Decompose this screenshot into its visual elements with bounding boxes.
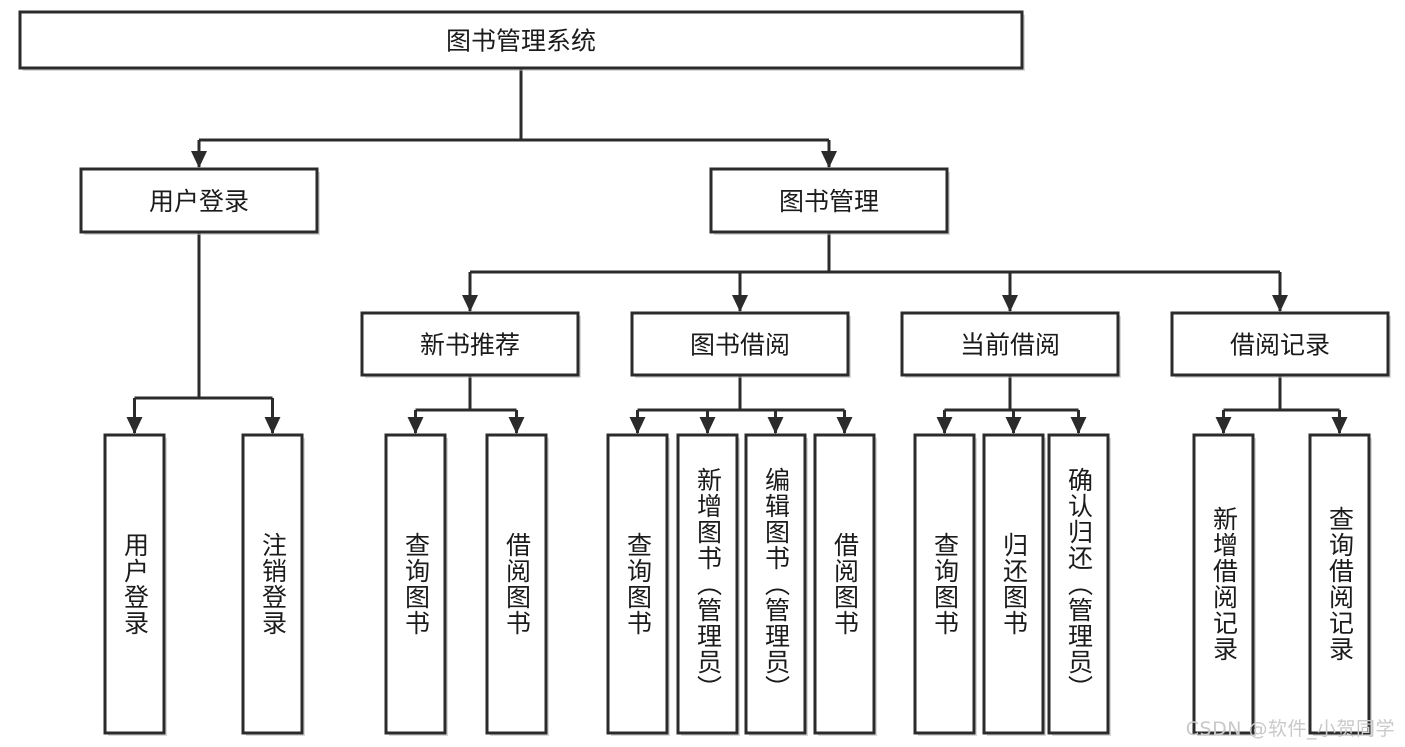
node-box-查询图书[interactable] [384,433,447,735]
arrow-head-icon [699,417,716,434]
watermark-text: CSDN @软件_小贺同学 [1185,718,1395,740]
node-label-图书管理系统: 图书管理系统 [446,27,596,56]
node-box-确认归还管理员[interactable] [1047,433,1110,735]
edges-layer [126,68,1348,434]
arrow-head-icon [821,151,837,168]
node-label-用户登录: 用户登录 [149,187,249,216]
node-box-归还图书[interactable] [982,433,1045,735]
node-box-借阅图书[interactable] [813,433,876,735]
node-box-查询图书[interactable] [913,433,976,735]
arrow-head-icon [836,417,853,434]
node-box-图书管理[interactable] [709,167,949,234]
node-box-图书管理系统[interactable] [18,10,1024,70]
node-box-新增图书管理员[interactable] [676,433,739,735]
arrow-head-icon [1005,417,1022,434]
node-box-注销登录[interactable] [241,433,304,735]
node-box-当前借阅[interactable] [900,311,1120,377]
arrow-head-icon [264,417,281,434]
node-box-编辑图书管理员[interactable] [744,433,807,735]
arrow-head-icon [508,417,525,434]
node-label-图书借阅: 图书借阅 [690,331,790,360]
node-label-新书推荐: 新书推荐 [420,331,520,360]
node-box-借阅图书[interactable] [485,433,548,735]
arrow-head-icon [732,295,748,312]
node-label-借阅记录: 借阅记录 [1230,331,1330,360]
node-box-新书推荐[interactable] [360,311,580,377]
arrow-head-icon [407,417,424,434]
arrow-head-icon [1272,295,1288,312]
arrow-head-icon [126,417,143,434]
boxes-layer [18,10,1391,736]
arrow-head-icon [462,295,478,312]
node-box-新增借阅记录[interactable] [1192,433,1255,735]
node-box-查询借阅记录[interactable] [1308,433,1371,735]
arrow-head-icon [629,417,646,434]
node-label-当前借阅: 当前借阅 [960,331,1060,360]
arrow-head-icon [191,151,207,168]
arrow-head-icon [767,417,784,434]
arrow-head-icon [936,417,953,434]
node-box-借阅记录[interactable] [1170,311,1390,377]
node-box-图书借阅[interactable] [630,311,850,377]
arrow-head-icon [1215,417,1232,434]
node-label-图书管理: 图书管理 [779,187,879,216]
arrow-head-icon [1002,295,1018,312]
node-box-用户登录[interactable] [103,433,166,735]
arrow-head-icon [1331,417,1348,434]
arrow-head-icon [1070,417,1087,434]
node-box-用户登录[interactable] [79,167,319,234]
node-box-查询图书[interactable] [606,433,669,735]
